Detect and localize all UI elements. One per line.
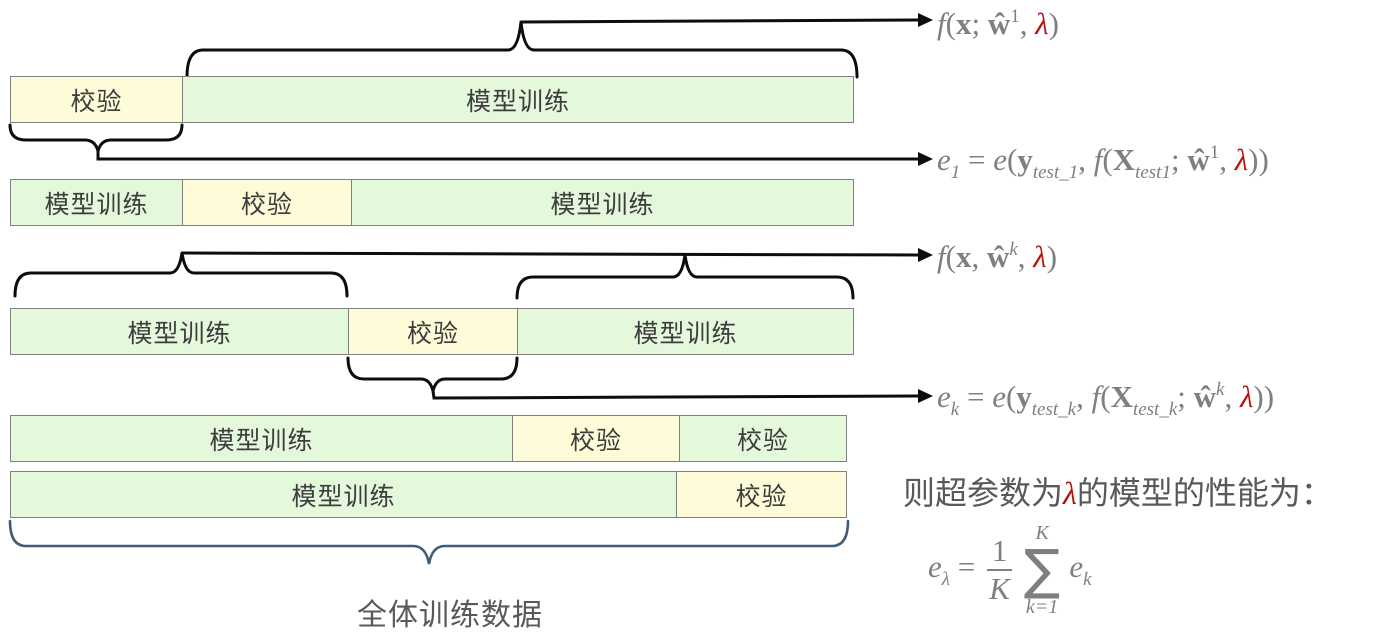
segment-label: 模型训练: [633, 319, 738, 348]
fold1-training-segment: 模型训练: [182, 76, 854, 123]
foldk-model-arrowhead: [918, 248, 933, 262]
foldk2-validation-yellow-segment: 校验: [512, 415, 680, 462]
foldk2-training-segment: 模型训练: [10, 415, 513, 462]
summation-symbol: K ∑ k=1: [1023, 521, 1061, 619]
segment-label: 校验: [736, 426, 789, 455]
segment-label: 校验: [406, 319, 459, 348]
segment-label: 模型训练: [291, 482, 396, 511]
fold2-training-right-segment: 模型训练: [351, 179, 854, 226]
foldK-training-segment: 模型训练: [10, 471, 677, 518]
segment-label: 校验: [70, 87, 123, 116]
segment-label: 校验: [569, 426, 622, 455]
one-over-K-fraction: 1 K: [984, 533, 1015, 606]
fold1-model-arrowhead: [918, 13, 933, 27]
elambda-lhs: eλ =: [928, 549, 976, 590]
foldk-training-braces-arrow: [13, 251, 921, 300]
foldk-training-right-segment: 模型训练: [517, 308, 854, 355]
fold2-training-left-segment: 模型训练: [10, 179, 183, 226]
segment-label: 模型训练: [465, 87, 570, 116]
foldk-training-left-segment: 模型训练: [10, 308, 349, 355]
foldK-validation-segment: 校验: [676, 471, 847, 518]
model-formula-fold1: f(x; ŵ1, λ): [937, 6, 1059, 41]
error-formula-fold1: e1 = e(ytest_1, f(Xtest1; ŵ1, λ)): [937, 142, 1269, 183]
segment-label: 模型训练: [44, 190, 149, 219]
segment-label: 模型训练: [550, 190, 655, 219]
model-formula-foldk: f(x, ŵk, λ): [937, 239, 1058, 274]
lambda-symbol: λ: [1063, 475, 1077, 511]
elambda-term: ek: [1069, 549, 1092, 590]
foldk-validation-brace-arrow: [346, 356, 921, 400]
foldk-error-arrowhead: [918, 389, 933, 403]
all-training-data-brace: [8, 519, 850, 565]
fold2-validation-segment: 校验: [182, 179, 352, 226]
fold1-validation-segment: 校验: [10, 76, 183, 123]
all-training-data-label: 全体训练数据: [357, 599, 543, 632]
segment-label: 校验: [240, 190, 293, 219]
fold1-error-arrowhead: [918, 152, 933, 166]
segment-label: 模型训练: [209, 426, 314, 455]
average-error-formula: eλ = 1 K K ∑ k=1 ek: [928, 510, 1092, 630]
fold1-training-brace-arrow: [185, 18, 921, 79]
performance-statement: 则超参数为λ的模型的性能为：: [903, 475, 1333, 511]
segment-label: 校验: [735, 482, 788, 511]
segment-label: 模型训练: [127, 319, 232, 348]
fold1-validation-brace-arrow: [8, 123, 921, 161]
foldk2-validation-green-segment: 校验: [679, 415, 847, 462]
foldk-validation-segment: 校验: [348, 308, 518, 355]
error-formula-foldk: ek = e(ytest_k, f(Xtest_k; ŵk, λ)): [937, 379, 1275, 420]
